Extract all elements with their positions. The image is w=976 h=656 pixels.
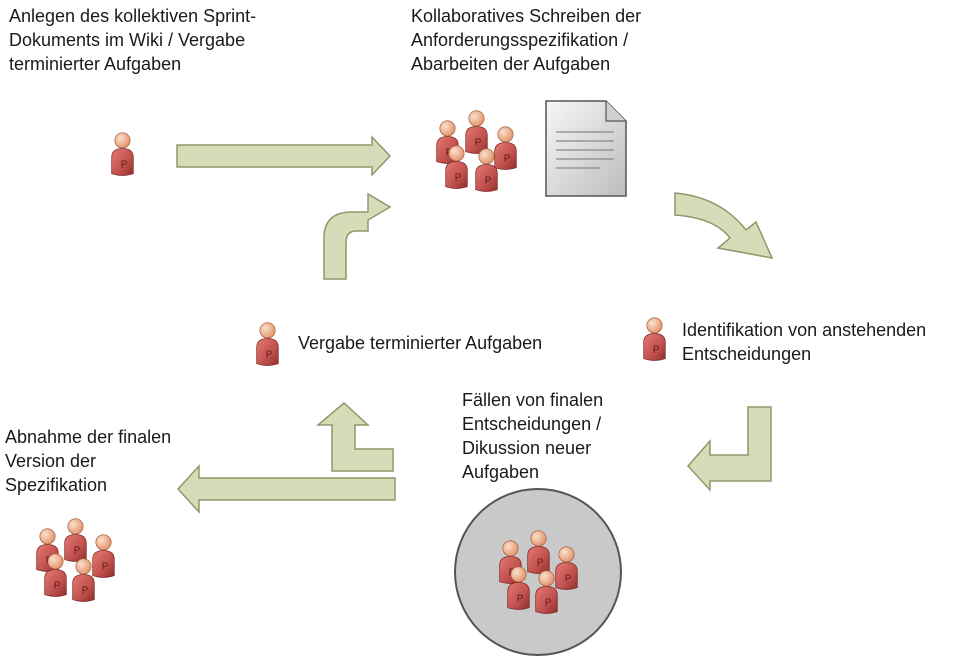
- arrow-curved-down-to-identification: [674, 192, 774, 259]
- label-create-document: Anlegen des kollektiven Sprint- Dokument…: [9, 6, 257, 74]
- arrow-left-to-acceptance: [176, 464, 396, 514]
- group-icon-collaboration: [436, 110, 517, 192]
- arrow-bent-up-to-assign-tasks: [315, 402, 394, 472]
- document-icon: [545, 100, 627, 197]
- label-identify-decisions: Identifikation von anstehenden Entscheid…: [682, 320, 927, 364]
- person-icon-initiator: [111, 132, 134, 176]
- label-final-decisions: Fällen von finalen Entscheidungen / Diku…: [462, 390, 604, 482]
- label-acceptance: Abnahme der finalen Version der Spezifik…: [5, 427, 172, 495]
- arrow-bent-left-to-final-decisions: [686, 406, 772, 492]
- arrow-right-to-collaboration: [176, 135, 392, 177]
- label-collaborative-writing: Kollaboratives Schreiben der Anforderung…: [411, 6, 642, 74]
- group-icon-acceptance: [36, 518, 115, 602]
- arrow-curved-up-to-collaboration: [323, 192, 392, 280]
- person-icon-identifier: [643, 317, 666, 361]
- label-assign-tasks: Vergabe terminierter Aufgaben: [298, 333, 543, 353]
- person-icon-assigner: [256, 322, 279, 366]
